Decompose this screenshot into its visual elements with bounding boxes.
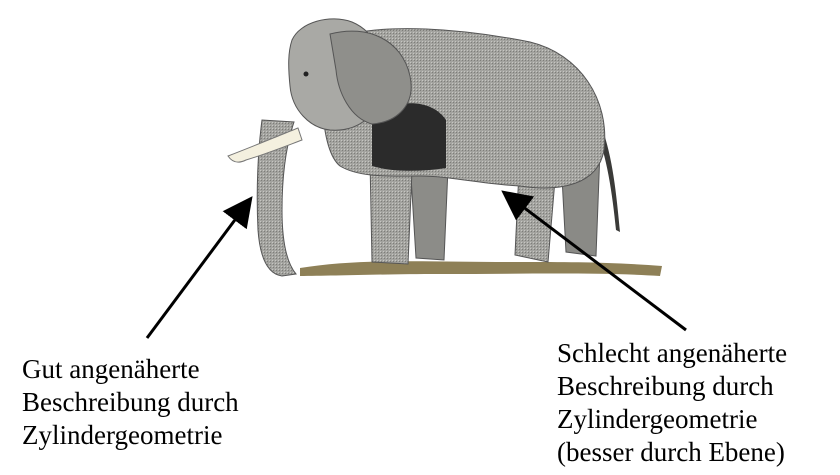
annotation-right-line-1: Schlecht angenäherte (557, 337, 787, 370)
annotation-left-line-3: Zylindergeometrie (22, 419, 239, 452)
annotation-right-line-4: (besser durch Ebene) (557, 436, 787, 469)
annotation-left: Gut angenäherte Beschreibung durch Zylin… (22, 353, 239, 452)
annotation-left-line-2: Beschreibung durch (22, 386, 239, 419)
annotation-right-line-2: Beschreibung durch (557, 370, 787, 403)
annotation-right-line-3: Zylindergeometrie (557, 403, 787, 436)
ground-grass (300, 261, 662, 276)
elephant-eye (304, 72, 309, 77)
annotation-left-line-1: Gut angenäherte (22, 353, 239, 386)
elephant-illustration (228, 19, 662, 276)
annotation-right: Schlecht angenäherte Beschreibung durch … (557, 337, 787, 469)
arrow-left (147, 201, 249, 338)
